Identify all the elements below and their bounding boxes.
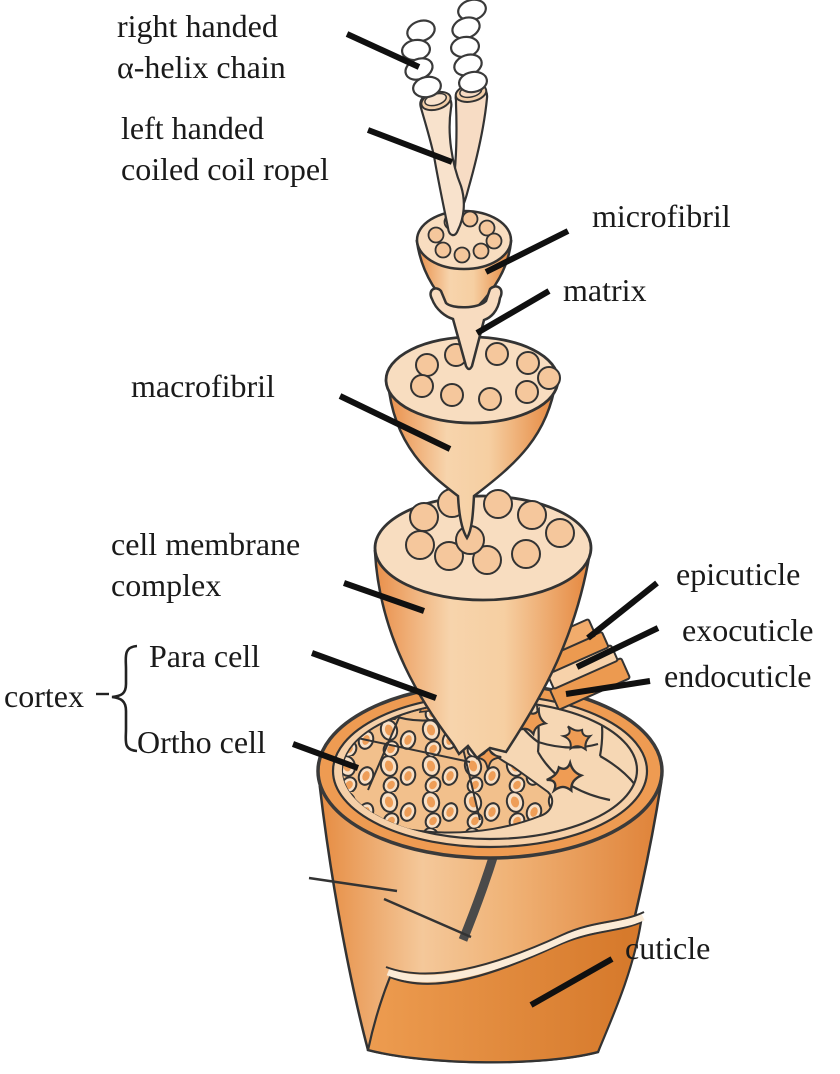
pointer-coiled-coil <box>366 127 454 165</box>
alpha-helix-coils <box>400 0 488 99</box>
pointer-macrofibril <box>338 393 452 452</box>
label-para-cell: Para cell <box>149 638 261 674</box>
label-alpha-helix-line1: right handed <box>117 8 278 44</box>
label-alpha-helix-line2: α-helix chain <box>117 49 286 85</box>
label-cuticle: cuticle <box>625 930 711 966</box>
label-coiled-coil-line1: left handed <box>121 110 265 146</box>
label-cell-membrane-complex: cell membrane complex <box>111 524 300 606</box>
pointer-cuticle <box>529 956 614 1008</box>
label-microfibril: microfibril <box>592 198 731 234</box>
coiled-coil-strands <box>419 83 489 237</box>
label-coiled-coil: left handed coiled coil ropel <box>121 108 329 190</box>
label-alpha-helix: right handed α-helix chain <box>117 6 286 88</box>
label-exocuticle: exocuticle <box>682 612 814 648</box>
pointer-para-cell <box>310 650 438 701</box>
pointer-cmc <box>343 580 425 614</box>
label-cmc-line1: cell membrane <box>111 526 301 562</box>
pointer-alpha-helix <box>345 31 421 70</box>
cell-membrane-complex-cone <box>373 488 593 760</box>
pointer-microfibril <box>484 228 570 275</box>
cortex-brace <box>96 644 138 753</box>
pointer-matrix <box>475 288 551 336</box>
matrix-funnel <box>429 285 503 371</box>
cuticle-band <box>366 911 645 1064</box>
label-coiled-coil-line2: coiled coil ropel <box>121 151 329 187</box>
label-matrix: matrix <box>563 272 647 308</box>
label-macrofibril: macrofibril <box>131 368 275 404</box>
label-cortex: cortex <box>4 678 84 714</box>
pointer-epicuticle <box>586 580 659 641</box>
pointer-lines <box>291 31 660 1008</box>
macrofibril-cone <box>384 335 561 541</box>
pointer-exocuticle <box>575 625 660 670</box>
label-ortho-cell: Ortho cell <box>137 724 266 760</box>
label-cmc-line2: complex <box>111 567 222 603</box>
label-epicuticle: epicuticle <box>676 556 801 592</box>
pointer-ortho-cell <box>291 741 360 771</box>
pointer-endocuticle <box>565 678 651 697</box>
label-endocuticle: endocuticle <box>664 658 812 694</box>
